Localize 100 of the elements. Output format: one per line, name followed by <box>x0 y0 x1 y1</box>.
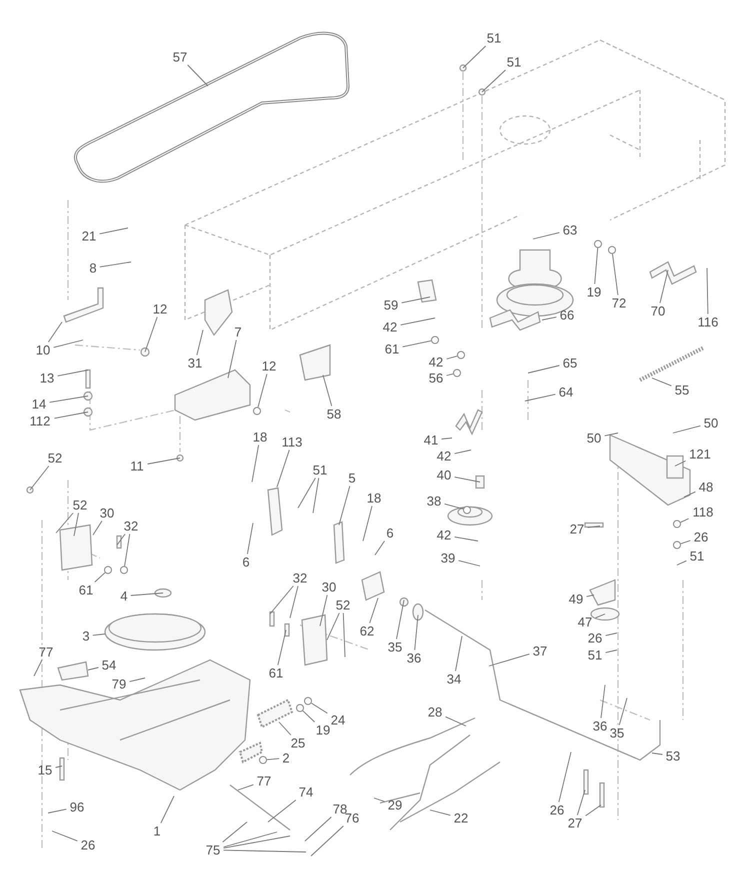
leader-line <box>124 534 130 566</box>
callout-number: 55 <box>674 382 690 398</box>
leader-line <box>576 790 586 816</box>
washer <box>463 506 471 514</box>
leader-line <box>342 612 346 658</box>
callout-number: 56 <box>428 370 444 386</box>
leader-line <box>446 373 454 376</box>
leader-line <box>338 486 350 526</box>
leader-line <box>605 650 618 654</box>
leader-line <box>604 432 618 436</box>
leader-line <box>524 394 556 402</box>
leader-line <box>48 808 67 814</box>
callout-number: 27 <box>570 522 584 536</box>
leader-line <box>586 594 594 598</box>
callout-number: 47 <box>578 614 592 630</box>
callout-number: 72 <box>612 296 626 310</box>
callout-number: 32 <box>292 570 308 586</box>
leader-line <box>99 228 128 234</box>
callout-number: 96 <box>70 800 84 814</box>
callout-number: 112 <box>30 414 50 428</box>
leader-line <box>454 536 478 542</box>
leader-line <box>223 836 290 849</box>
leader-line <box>462 46 486 68</box>
washer <box>608 246 616 254</box>
callout-number: 14 <box>32 396 46 412</box>
callout-number: 42 <box>436 528 452 542</box>
leader-line <box>454 450 472 454</box>
callout-number: 25 <box>290 736 306 750</box>
leader-line <box>445 716 466 726</box>
leader-line <box>304 816 332 842</box>
callout-number: 61 <box>78 582 94 598</box>
leader-line <box>55 766 62 768</box>
callout-number: 26 <box>694 530 708 544</box>
callout-number: 18 <box>252 430 268 444</box>
callout-number: 12 <box>152 302 168 316</box>
leader-line <box>600 684 606 718</box>
callout-number: 6 <box>242 554 250 570</box>
leader-line <box>322 374 332 406</box>
callout-number: 75 <box>206 842 220 858</box>
callout-number: 65 <box>562 356 578 370</box>
callout-number: 2 <box>282 750 290 766</box>
callout-number: 12 <box>262 358 276 374</box>
leader-line <box>672 425 701 434</box>
leader-line <box>74 512 79 536</box>
callout-number: 77 <box>38 644 54 660</box>
callout-number: 79 <box>112 676 126 692</box>
leader-line <box>441 438 452 440</box>
callout-number: 15 <box>38 762 52 778</box>
leader-line <box>455 636 462 672</box>
leader-line <box>312 478 320 514</box>
leader-line <box>652 378 672 386</box>
leader-line <box>674 460 686 466</box>
callout-number: 51 <box>690 548 704 564</box>
leader-line <box>196 330 204 356</box>
leader-line <box>446 356 458 360</box>
callout-number: 52 <box>72 498 88 512</box>
callout-number: 26 <box>80 838 96 852</box>
leader-line <box>268 800 296 822</box>
callout-number: 6 <box>386 526 394 540</box>
callout-number: 62 <box>360 624 374 638</box>
leader-line <box>587 526 600 528</box>
leader-line <box>187 64 208 86</box>
washer <box>296 704 304 712</box>
leader-line <box>310 826 344 856</box>
leader-line <box>238 784 254 790</box>
leader-line <box>458 560 480 566</box>
callout-number: 70 <box>650 304 666 318</box>
callout-number: 58 <box>326 406 342 422</box>
callout-number: 113 <box>282 434 302 450</box>
leader-line <box>676 560 687 566</box>
leader-line <box>320 594 328 626</box>
leader-line <box>54 412 88 419</box>
callout-number: 37 <box>532 644 548 658</box>
callout-number: 61 <box>268 666 284 680</box>
callout-number: 35 <box>388 640 402 654</box>
callout-number: 7 <box>234 324 242 340</box>
leader-line <box>277 630 286 666</box>
leader-line <box>222 822 248 842</box>
washer <box>594 240 602 248</box>
washer <box>304 697 312 705</box>
callout-number: 54 <box>102 658 116 672</box>
washer <box>457 351 465 359</box>
leader-line <box>374 798 385 802</box>
callout-number: 48 <box>698 480 714 494</box>
leader-line <box>528 365 560 374</box>
leader-line <box>414 614 418 650</box>
leader-line <box>298 478 316 508</box>
leader-line <box>30 466 50 490</box>
leader-line <box>454 476 480 482</box>
callout-number: 8 <box>89 260 97 276</box>
callout-number: 3 <box>82 628 90 644</box>
callout-number: 52 <box>336 598 350 612</box>
leader-line <box>369 598 378 624</box>
leader-line <box>56 512 74 534</box>
leader-line <box>52 830 78 842</box>
callout-number: 35 <box>610 726 624 740</box>
callout-number: 53 <box>666 748 680 764</box>
washer <box>104 566 112 574</box>
leader-line <box>88 667 99 670</box>
leader-line <box>400 318 436 326</box>
